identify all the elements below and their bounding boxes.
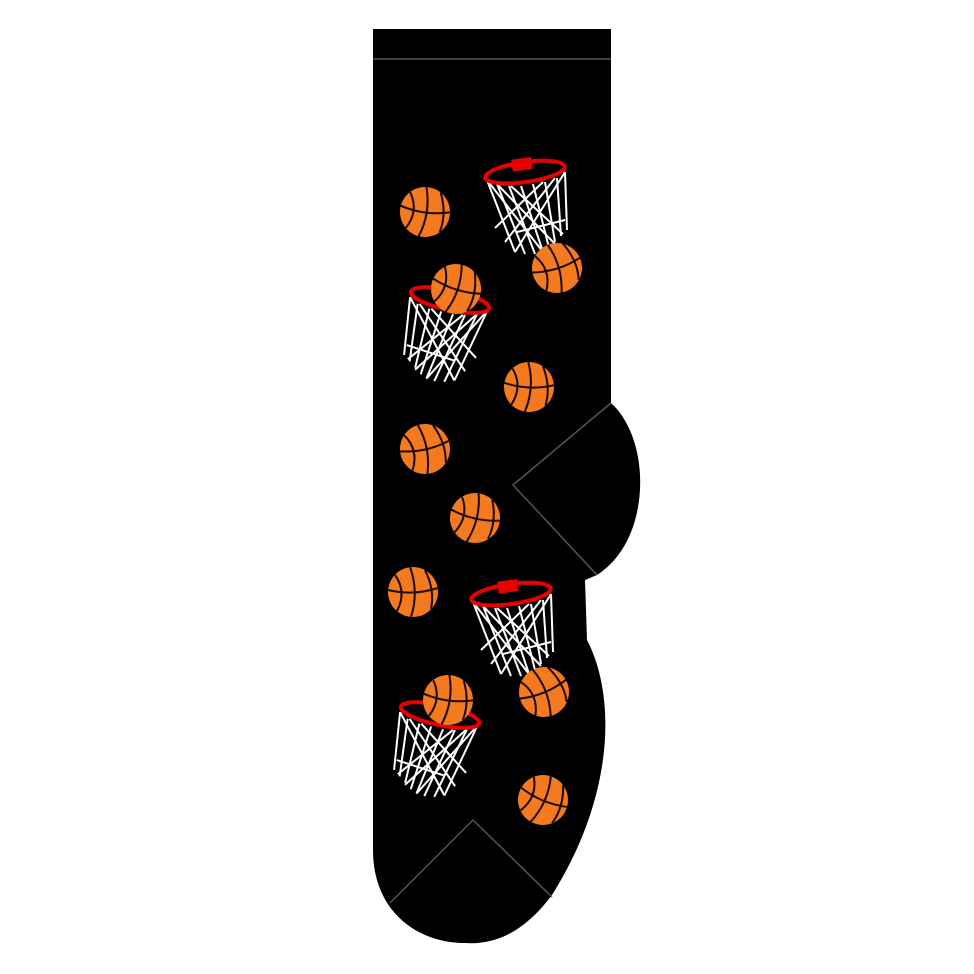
toe-seam xyxy=(389,818,553,904)
basketball-icon xyxy=(387,566,439,618)
heel-seam xyxy=(511,402,612,576)
